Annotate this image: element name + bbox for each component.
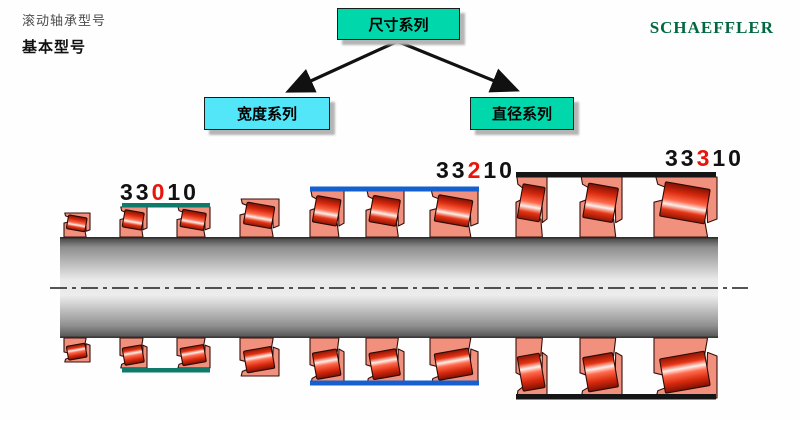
bearing	[176, 337, 211, 369]
bearing	[429, 337, 479, 385]
bearing	[119, 337, 148, 369]
bearing	[309, 337, 345, 385]
series-bar-33210-bottom	[310, 380, 479, 386]
designation-suffix: 10	[167, 179, 199, 205]
bearing	[653, 337, 718, 399]
bearing	[239, 198, 280, 238]
bearing	[429, 190, 479, 238]
designation-highlight-digit: 0	[151, 179, 168, 205]
bearing-rows	[63, 176, 718, 399]
arrow-to-diameter-series	[398, 40, 520, 93]
bearing-designation-33010: 33010	[120, 179, 199, 206]
designation-prefix: 33	[436, 157, 468, 183]
designation-prefix: 33	[120, 179, 152, 205]
bearing	[515, 337, 548, 399]
bearing	[515, 176, 548, 238]
bearing	[365, 190, 405, 238]
page-title: 滚动轴承型号	[22, 13, 107, 28]
flow-box-label: 直径系列	[491, 106, 552, 123]
designation-highlight-digit: 2	[467, 157, 484, 183]
bearing-designation-33210: 33210	[436, 157, 515, 184]
flow-box-width-series: 宽度系列	[204, 97, 330, 130]
flow-box-label: 宽度系列	[236, 106, 297, 123]
bearing	[176, 206, 211, 238]
bearing	[579, 337, 623, 399]
series-bars	[122, 172, 716, 400]
page-subtitle: 基本型号	[22, 40, 87, 56]
shaft	[50, 237, 748, 339]
designation-highlight-digit: 3	[696, 145, 713, 171]
bearing	[653, 176, 718, 238]
flow-box-label: 尺寸系列	[368, 16, 429, 34]
bearing	[365, 337, 405, 385]
series-bar-33010-top	[122, 203, 210, 208]
arrow-to-width-series	[285, 40, 397, 93]
bearing	[63, 212, 91, 238]
bearing	[309, 190, 345, 238]
series-bar-33310-bottom	[516, 394, 716, 400]
header: 滚动轴承型号 基本型号	[22, 10, 106, 57]
bearing	[119, 206, 148, 238]
schaeffler-logo: SCHAEFFLER	[649, 18, 774, 37]
flow-box-dimension-series: 尺寸系列	[337, 8, 460, 40]
bearing	[239, 337, 280, 377]
series-bar-33010-bottom	[122, 368, 210, 373]
flow-arrows	[285, 40, 520, 93]
designation-suffix: 10	[483, 157, 515, 183]
bearing-designation-33310: 33310	[665, 145, 744, 172]
series-bar-33310-top	[516, 172, 716, 178]
bearing	[63, 337, 91, 363]
designation-prefix: 33	[665, 145, 697, 171]
bearing	[579, 176, 623, 238]
series-bar-33210-top	[310, 186, 479, 192]
designation-suffix: 10	[712, 145, 744, 171]
flow-box-diameter-series: 直径系列	[470, 97, 574, 130]
